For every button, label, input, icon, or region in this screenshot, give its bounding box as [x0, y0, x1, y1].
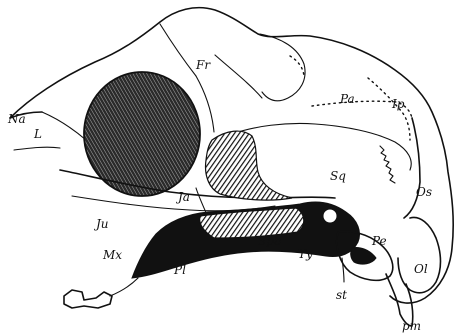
label-squamosal: Sq	[330, 169, 346, 183]
lacrimal-line	[42, 112, 86, 140]
periotic-black	[351, 247, 376, 264]
squamosal-outline	[232, 123, 411, 170]
label-palatine: Pl	[173, 263, 186, 277]
label-lacrimal: L	[33, 127, 42, 141]
styloid-process	[342, 258, 344, 282]
frontal-lower-line	[215, 55, 262, 98]
frontal-ridge	[160, 24, 196, 76]
label-parietal: Pa	[339, 92, 355, 106]
label-styloid: st	[336, 288, 347, 302]
tympanic-foramen	[323, 209, 337, 223]
squamosal-jagged-edge	[380, 146, 395, 183]
label-sphenoid: Spb	[258, 234, 282, 248]
label-exoccipital: Ol	[414, 262, 428, 276]
label-paramastoid: pm	[402, 319, 421, 333]
orbit	[84, 72, 200, 196]
label-jugal-arch: Ja	[175, 190, 190, 204]
nasal-lower	[14, 147, 60, 150]
supraoccipital-outline	[404, 118, 420, 218]
label-nasal: Na	[7, 112, 26, 126]
label-jugal: Ju	[93, 217, 109, 231]
maxilla-line	[110, 278, 138, 296]
label-maxilla: Mx	[102, 248, 122, 262]
frontal-suture	[260, 34, 305, 101]
label-periotic: Pe	[371, 234, 387, 248]
postorbital-mass	[206, 131, 292, 200]
label-frontal: Fr	[195, 58, 211, 72]
exoccipital-outline	[398, 217, 441, 292]
label-tympanic: Ty	[298, 247, 313, 261]
label-interparietal: Ip	[391, 97, 405, 111]
label-supraoccipital: Os	[416, 185, 432, 199]
premaxilla	[64, 290, 112, 308]
